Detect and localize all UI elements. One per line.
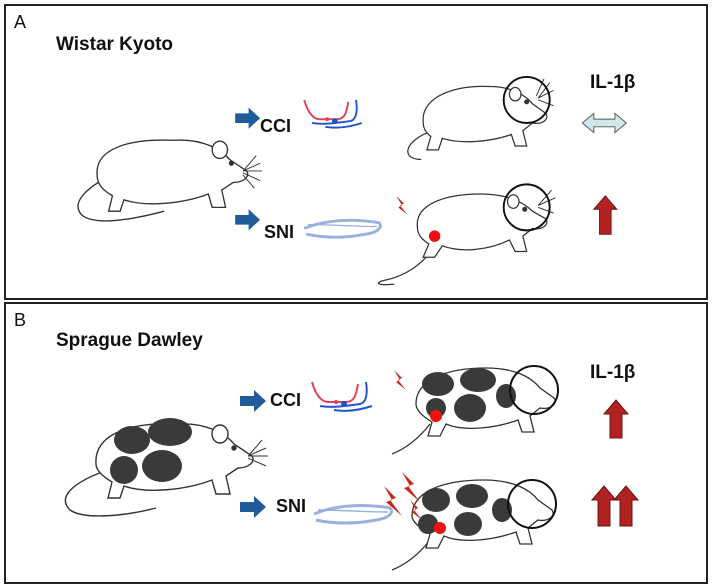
panel-a: A Wistar Kyoto IL-1β CCI SNI bbox=[4, 4, 708, 300]
pain-lightning-icon-b-sni bbox=[384, 472, 422, 520]
procedure-arrow-sni-a bbox=[235, 209, 261, 231]
panel-b: B Sprague Dawley IL-1β CCI SNI bbox=[4, 302, 708, 584]
procedure-label-sni-a: SNI bbox=[264, 222, 295, 242]
no-change-arrow-icon-a bbox=[581, 112, 628, 134]
rat-wistar-kyoto-sni bbox=[377, 189, 556, 286]
cytokine-label-b: IL-1β bbox=[590, 362, 636, 383]
sni-nerve-icon-b bbox=[313, 504, 393, 525]
head-highlight-circle-a-cci bbox=[502, 76, 551, 124]
head-highlight-circle-b-cci bbox=[509, 365, 559, 415]
procedure-label-cci-a: CCI bbox=[260, 116, 291, 136]
panel-letter-b: B bbox=[14, 310, 27, 330]
increase-arrow-icon-a bbox=[592, 195, 618, 235]
pain-lightning-icon-b-cci bbox=[394, 370, 406, 390]
rat-wistar-kyoto-cci bbox=[407, 78, 554, 161]
pain-lightning-icon-a-sni bbox=[396, 195, 408, 216]
panel-b-illustration bbox=[64, 365, 640, 571]
strain-title-sprague-dawley: Sprague Dawley bbox=[56, 330, 203, 351]
cci-suture-icon-b bbox=[311, 381, 373, 412]
cytokine-label-a: IL-1β bbox=[590, 72, 636, 93]
head-highlight-circle-b-sni bbox=[507, 479, 557, 529]
injury-dot-b-sni bbox=[434, 522, 446, 534]
rat-spots-sni bbox=[418, 484, 512, 536]
procedure-arrow-cci-b bbox=[240, 390, 266, 412]
injury-dot-a-sni bbox=[428, 230, 441, 242]
rat-spots-source bbox=[110, 418, 192, 484]
procedure-label-cci-b: CCI bbox=[270, 390, 301, 410]
panel-a-illustration bbox=[77, 76, 628, 286]
sni-nerve-icon-a bbox=[303, 218, 382, 239]
strain-title-wistar-kyoto: Wistar Kyoto bbox=[56, 34, 174, 55]
injury-dot-b-cci bbox=[430, 410, 442, 422]
cci-suture-icon-a bbox=[303, 99, 363, 129]
rat-wistar-kyoto-source bbox=[77, 139, 263, 222]
increase-arrow-icon-b-cci bbox=[602, 399, 630, 439]
procedure-arrow-cci-a bbox=[235, 107, 261, 129]
rat-spots-cci bbox=[422, 368, 516, 422]
procedure-arrow-sni-b bbox=[240, 496, 266, 518]
large-increase-arrows-icon-b-sni bbox=[590, 485, 640, 527]
procedure-label-sni-b: SNI bbox=[276, 496, 307, 516]
head-highlight-circle-a-sni bbox=[502, 183, 551, 232]
panel-letter-a: A bbox=[14, 12, 27, 32]
